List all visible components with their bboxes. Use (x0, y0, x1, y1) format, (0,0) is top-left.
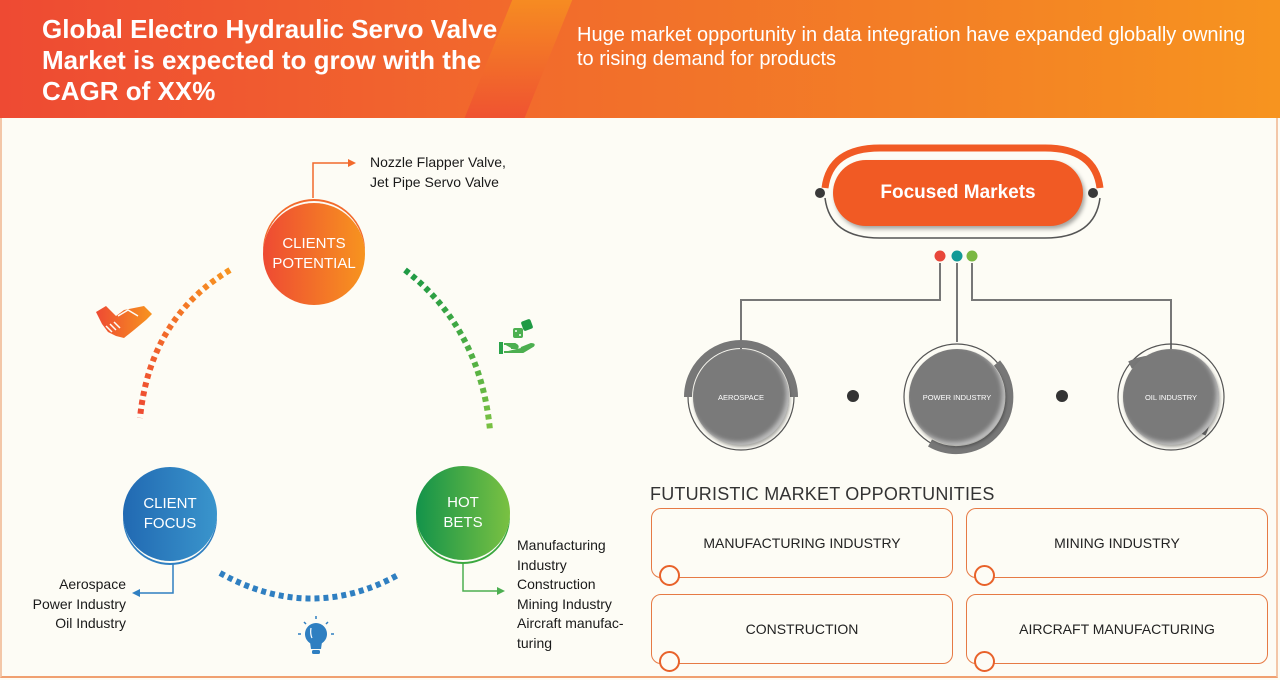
power-industry-node: POWER INDUSTRY (909, 349, 1005, 445)
pill-right-dot (1088, 188, 1098, 198)
page-title: Global Electro Hydraulic Servo Valve Mar… (42, 14, 498, 106)
separator-dot (1056, 390, 1068, 402)
list-item: Industry (517, 556, 567, 573)
opportunity-card: MANUFACTURING INDUSTRY (651, 508, 953, 586)
opportunity-card: CONSTRUCTION (651, 594, 953, 672)
node-label-line2: BETS (443, 514, 483, 531)
dot-red (934, 250, 946, 262)
arrow-head-green (497, 587, 505, 595)
dice-in-hand-icon (499, 319, 535, 354)
arrow-hot-bets (462, 550, 497, 592)
arrow-clients-potential (312, 162, 348, 198)
oil-industry-node: OIL INDUSTRY (1123, 349, 1219, 445)
card-dot (659, 651, 680, 672)
aerospace-ring (684, 340, 798, 451)
client-focus-list: Aerospace Power Industry Oil Industry (20, 575, 126, 634)
handshake-icon (96, 306, 152, 338)
node-label-line2: FOCUS (143, 515, 197, 532)
dotted-arc-green (403, 267, 493, 431)
node-label-line1: HOT (447, 494, 479, 511)
list-item: Construction (517, 576, 596, 592)
pill-bottom-arc (824, 197, 1101, 239)
focused-markets-label: Focused Markets (833, 160, 1083, 226)
client-focus-node: CLIENT FOCUS (123, 467, 217, 561)
clients-potential-node: CLIENTS POTENTIAL (263, 203, 365, 305)
list-item: turing (517, 634, 553, 651)
separator-dot (847, 390, 859, 402)
arrow-client-focus (140, 548, 174, 594)
cycle-connectors (132, 159, 505, 602)
opportunity-card: MINING INDUSTRY (966, 508, 1268, 586)
arrow-head-orange (348, 159, 356, 167)
pill-left-dot (815, 188, 825, 198)
clients-potential-note: Nozzle Flapper Valve, Jet Pipe Servo Val… (370, 153, 506, 192)
dotted-arc-orange (137, 267, 232, 419)
card-label: MINING INDUSTRY (1054, 535, 1180, 551)
power-industry-ring (903, 343, 1014, 454)
lightbulb-icon (298, 616, 334, 654)
aerospace-node: AEROSPACE (693, 349, 789, 445)
list-item: Power Industry (32, 595, 126, 612)
card-dot (974, 565, 995, 586)
node-label-line1: CLIENTS (282, 235, 346, 252)
node-label-line2: POTENTIAL (272, 255, 356, 272)
list-item: Oil Industry (55, 615, 126, 631)
dotted-arc-blue (218, 570, 400, 602)
futuristic-title: FUTURISTIC MARKET OPPORTUNITIES (650, 484, 995, 504)
opportunity-card: AIRCRAFT MANUFACTURING (966, 594, 1268, 672)
hot-bets-node: HOT BETS (416, 466, 510, 560)
card-dot (659, 565, 680, 586)
card-label: MANUFACTURING INDUSTRY (703, 535, 901, 551)
pill-top-arc (821, 144, 1104, 189)
list-item: Mining Industry (517, 595, 612, 612)
list-item: Manufacturing (517, 537, 606, 553)
connector-lines (740, 263, 1172, 363)
list-item: Aerospace (59, 576, 126, 592)
node-label-line1: CLIENT (143, 495, 197, 512)
list-item: Aircraft manufac- (517, 615, 624, 631)
card-label: CONSTRUCTION (745, 621, 859, 637)
page-subtitle: Huge market opportunity in data integrat… (577, 24, 1246, 70)
hot-bets-list: Manufacturing Industry Construction Mini… (517, 536, 624, 653)
arrow-head-blue (132, 589, 140, 597)
header-banner: Global Electro Hydraulic Servo Valve Mar… (0, 0, 1280, 118)
note-line: Nozzle Flapper Valve, (370, 154, 506, 170)
card-dot (974, 651, 995, 672)
dot-teal (951, 250, 963, 262)
note-line: Jet Pipe Servo Valve (370, 173, 499, 190)
content-frame (0, 118, 1278, 678)
dot-green (966, 250, 978, 262)
card-label: AIRCRAFT MANUFACTURING (1019, 621, 1215, 637)
